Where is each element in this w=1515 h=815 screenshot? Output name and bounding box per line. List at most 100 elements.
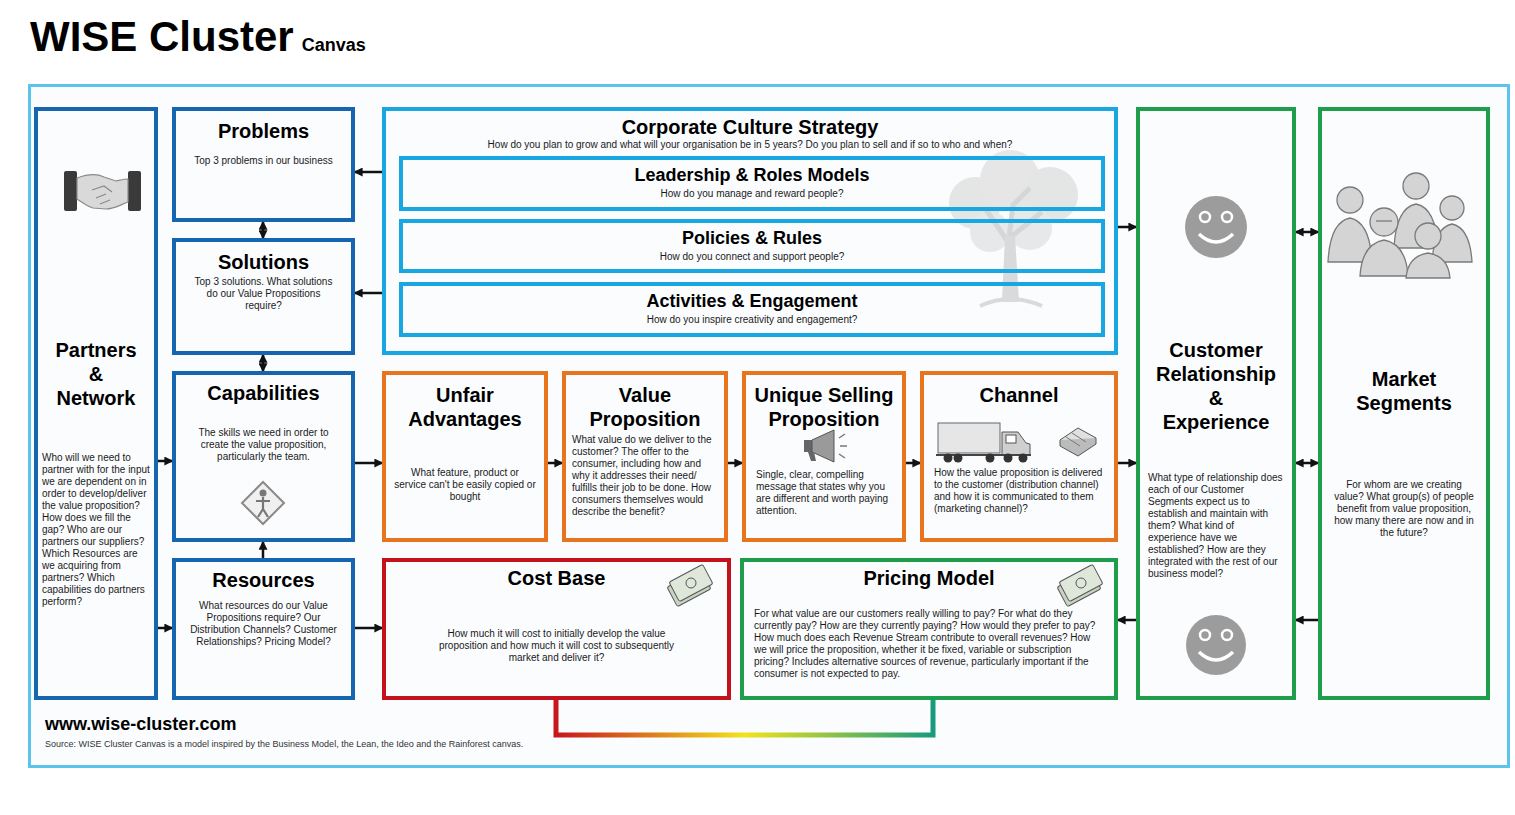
block-heading: Capabilities — [176, 381, 351, 405]
flow-arrow — [1296, 462, 1318, 465]
flow-arrow — [262, 222, 265, 238]
tree-illustration — [1002, 236, 1019, 302]
tree-illustration — [980, 299, 1042, 306]
footer: www.wise-cluster.comSource: WISE Cluster… — [45, 713, 523, 749]
block-question: How do you inspire creativity and engage… — [413, 314, 1091, 326]
truck-icon — [1019, 454, 1028, 463]
block-question: What type of relationship does each of o… — [1148, 472, 1284, 580]
money-icon — [686, 578, 696, 588]
megaphone-icon — [808, 452, 816, 461]
solutions-box: SolutionsTop 3 solutions. What solutions… — [172, 238, 355, 355]
flow-arrow — [548, 462, 562, 465]
megaphone-icon — [839, 434, 847, 458]
block-question: For whom are we creating value? What gro… — [1332, 479, 1476, 539]
problems-box: ProblemsTop 3 problems in our business — [172, 107, 355, 222]
block-question: What resources do our Value Propositions… — [188, 600, 339, 648]
title-row: WISE Cluster Canvas — [30, 14, 366, 60]
flow-arrow — [355, 462, 382, 465]
website-url: www.wise-cluster.com — [45, 713, 523, 735]
block-question: How do you manage and reward people? — [413, 188, 1091, 200]
smiley-icon — [1200, 630, 1210, 640]
canvas-frame — [30, 86, 1509, 767]
block-question: Top 3 solutions. What solutions do our V… — [188, 276, 339, 312]
truck-icon — [936, 423, 1031, 463]
title-suffix: Canvas — [302, 35, 366, 56]
block-question: Who will we need to partner with for the… — [42, 452, 150, 608]
people-illustration — [1376, 220, 1392, 221]
resources-box: ResourcesWhat resources do our Value Pro… — [172, 558, 355, 700]
handshake-icon — [92, 186, 112, 204]
money-icon — [1057, 564, 1103, 606]
source-caption: Source: WISE Cluster Canvas is a model i… — [45, 739, 523, 749]
smiley-icon — [1199, 652, 1233, 660]
cost-price-bracket — [556, 700, 933, 735]
delivery-icon — [1066, 433, 1086, 446]
people-illustration — [1337, 187, 1363, 213]
skill-icon — [256, 497, 270, 517]
usp-box: Unique Selling PropositionSingle, clear,… — [742, 371, 906, 542]
canvas-title: WISE Cluster — [30, 14, 294, 60]
smiley-icon — [1185, 196, 1247, 258]
flow-arrow — [1118, 226, 1136, 229]
block-heading: Value Proposition — [575, 383, 715, 431]
smiley-icon — [1186, 615, 1246, 675]
block-heading: Solutions — [176, 250, 351, 274]
block-heading: Unique Selling Proposition — [746, 383, 902, 431]
culture-panel: Corporate Culture StrategyHow do you pla… — [382, 107, 1118, 355]
people-illustration — [1328, 173, 1472, 278]
flow-arrow — [262, 355, 265, 371]
people-illustration — [1370, 208, 1398, 236]
truck-icon — [938, 423, 1000, 453]
block-heading: Corporate Culture Strategy — [386, 115, 1114, 139]
people-illustration — [1440, 196, 1464, 220]
smiley-icon — [1222, 212, 1232, 222]
channel-box: ChannelHow the value proposition is deli… — [920, 371, 1118, 542]
block-heading: Partners & Network — [49, 338, 144, 410]
block-question: How do you plan to grow and what will yo… — [396, 139, 1104, 151]
block-question: For what value are our customers really … — [754, 608, 1104, 680]
smiley-icon — [1200, 212, 1210, 222]
block-heading: Leadership & Roles Models — [403, 165, 1101, 187]
block-heading: Customer Relationship & Experience — [1155, 338, 1278, 434]
flow-arrow — [158, 460, 172, 463]
block-question: What value do we deliver to the customer… — [572, 434, 718, 518]
people-illustration — [1403, 173, 1429, 199]
block-question: Single, clear, compelling message that s… — [756, 469, 892, 517]
flow-arrow — [262, 542, 265, 558]
block-question: How do you connect and support people? — [413, 251, 1091, 263]
flow-arrow — [355, 627, 382, 630]
flow-arrow — [1118, 619, 1136, 622]
smiley-icon — [1222, 630, 1232, 640]
block-heading: Unfair Advantages — [390, 383, 540, 431]
block-question: How the value proposition is delivered t… — [934, 467, 1104, 515]
truck-icon — [1002, 432, 1030, 455]
culture-band: Leadership & Roles ModelsHow do you mana… — [399, 156, 1105, 211]
skill-icon — [242, 482, 284, 524]
block-heading: Pricing Model — [744, 566, 1114, 590]
flow-arrow — [355, 171, 382, 174]
partners-panel: Partners & NetworkWho will we need to pa… — [34, 107, 158, 700]
flow-arrow — [1296, 231, 1318, 234]
smiley-icon — [1199, 234, 1233, 242]
block-question: What feature, product or service can't b… — [394, 467, 536, 503]
megaphone-icon — [804, 430, 847, 462]
money-icon — [1059, 564, 1103, 601]
delivery-icon — [1060, 428, 1096, 456]
culture-band: Policies & RulesHow do you connect and s… — [399, 219, 1105, 273]
people-illustration — [1406, 253, 1450, 278]
megaphone-icon — [804, 440, 812, 452]
truck-icon — [986, 454, 995, 463]
value-box: Value PropositionWhat value do we delive… — [562, 371, 728, 542]
handshake-icon — [128, 171, 141, 211]
flow-arrow — [158, 627, 172, 630]
segments-panel: Market SegmentsFor whom are we creating … — [1318, 107, 1490, 700]
smiley-icon — [1185, 196, 1247, 258]
block-heading: Activities & Engagement — [403, 291, 1101, 313]
flow-arrow — [1118, 462, 1136, 465]
pricing-box: Pricing ModelFor what value are our cust… — [740, 558, 1118, 700]
flow-arrow — [1296, 619, 1318, 622]
delivery-icon — [1060, 438, 1096, 456]
advantage-box: Unfair AdvantagesWhat feature, product o… — [382, 371, 548, 542]
skill-icon — [260, 490, 267, 497]
handshake-icon — [77, 174, 128, 209]
